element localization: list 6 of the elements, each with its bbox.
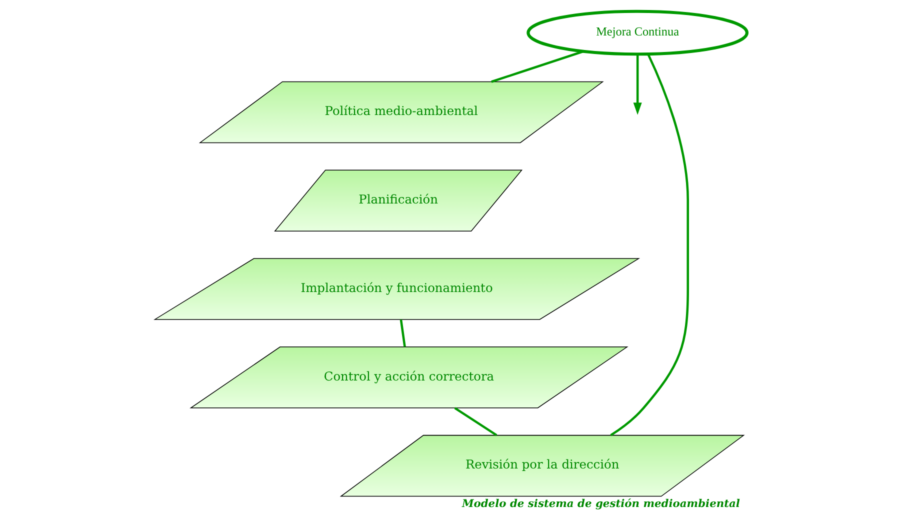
caption: Modelo de sistema de gestión medioambiental <box>461 497 740 510</box>
connector <box>399 320 406 347</box>
connector <box>610 54 689 436</box>
node-ellipse: Mejora Continua <box>526 10 748 56</box>
connector <box>454 407 497 436</box>
connector <box>490 50 583 83</box>
